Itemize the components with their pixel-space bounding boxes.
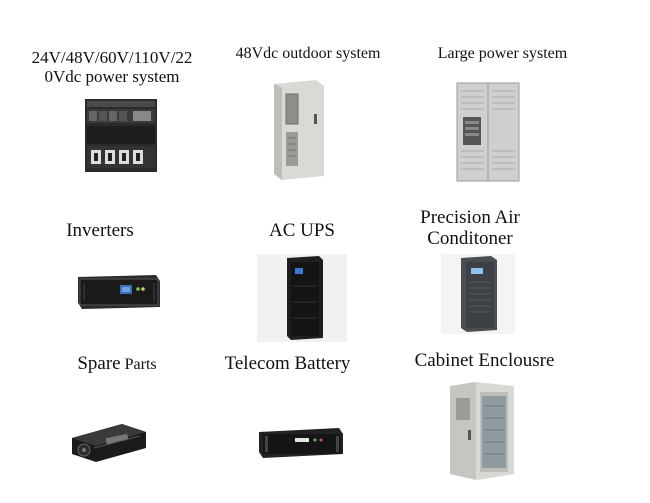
product-label-precision-air: Precision Air Conditoner xyxy=(405,207,535,250)
cabinet-enclosure-icon xyxy=(444,378,518,482)
product-label-line: Parts xyxy=(120,356,157,373)
product-label-line: AC UPS xyxy=(269,220,335,241)
product-label-telecom-battery: Telecom Battery xyxy=(210,353,365,374)
product-label-line: Conditoner xyxy=(427,228,513,250)
outdoor-cabinet-icon xyxy=(264,78,328,182)
product-label-dc-power-system: 24V/48V/60V/110V/22 0Vdc power system xyxy=(22,48,202,86)
product-label-line: Spare xyxy=(77,353,121,374)
product-label-line: 0Vdc power system xyxy=(44,67,180,87)
air-conditioner-icon xyxy=(441,254,515,334)
rectifier-module-icon xyxy=(70,418,148,464)
product-label-outdoor-system: 48Vdc outdoor system xyxy=(218,45,398,63)
product-label-ac-ups: AC UPS xyxy=(252,220,352,241)
rack-battery-icon xyxy=(255,422,345,460)
product-label-large-power-system: Large power system xyxy=(415,45,590,63)
product-label-line: Inverters xyxy=(66,220,134,241)
product-label-spare-parts: Spare Parts xyxy=(62,353,172,374)
product-label-line: Telecom Battery xyxy=(224,353,351,374)
product-label-inverters: Inverters xyxy=(50,220,150,241)
product-label-line: Precision Air xyxy=(420,207,520,228)
product-label-cabinet-enclosure: Cabinet Enclousre xyxy=(402,350,567,371)
large-power-cabinet-icon xyxy=(453,81,523,183)
product-label-line: 24V/48V/60V/110V/22 xyxy=(31,48,193,67)
rack-power-system-icon xyxy=(83,96,159,174)
tower-ups-icon xyxy=(257,254,347,342)
product-label-line: 48Vdc outdoor system xyxy=(235,45,381,62)
product-label-line: Large power system xyxy=(437,45,568,62)
product-label-line: Cabinet Enclousre xyxy=(414,350,555,371)
rackmount-inverter-icon xyxy=(76,271,162,311)
